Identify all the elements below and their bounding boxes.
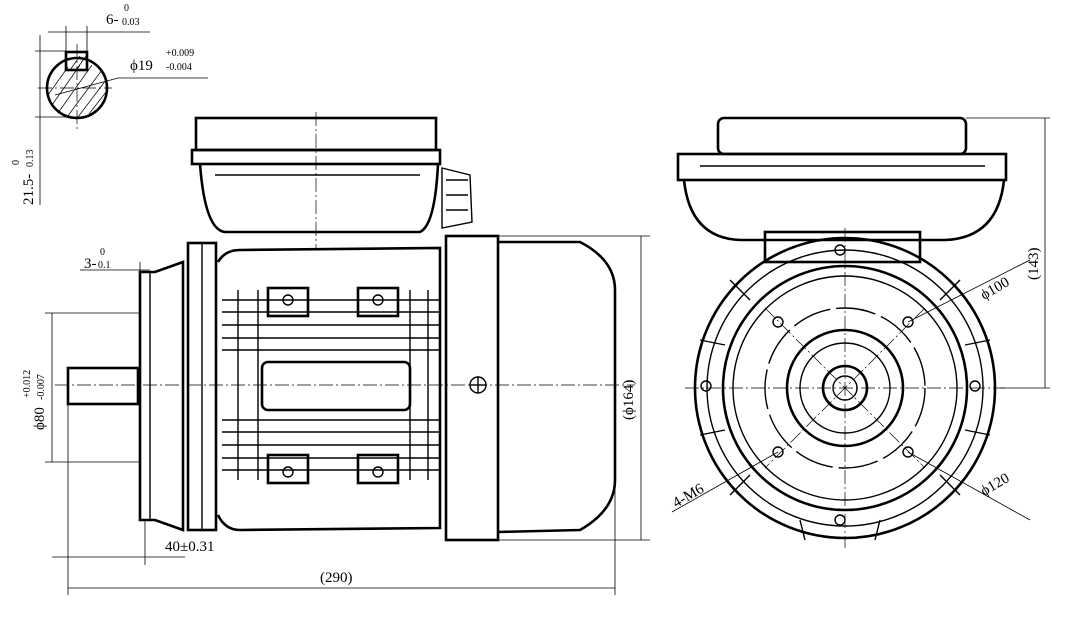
svg-text:0: 0 <box>124 3 129 14</box>
pcd-inner-dim: ϕ100 <box>978 274 1012 303</box>
flange-step-dim: 3- <box>84 256 97 272</box>
key-height-dim: 21.5- <box>21 174 37 205</box>
total-height-dim: (143) <box>1026 248 1042 281</box>
shaft-length-dim: 40±0.31 <box>165 539 214 555</box>
tapped-holes-dim: 4-M6 <box>670 481 707 512</box>
overall-length-dim: (290) <box>320 570 353 586</box>
svg-text:0.13: 0.13 <box>25 150 36 168</box>
body-diameter-dim: (ϕ164) <box>621 380 637 420</box>
svg-text:0.03: 0.03 <box>122 17 140 28</box>
shaft-section-view: 6- 0 0.03 ϕ19 +0.009 -0.004 21.5- 0 0.13 <box>11 3 208 205</box>
svg-text:+0.009: +0.009 <box>166 48 194 59</box>
svg-text:+0.012: +0.012 <box>22 370 33 398</box>
svg-text:0.1: 0.1 <box>98 260 111 271</box>
key-width-dim: 6- <box>106 12 119 28</box>
svg-text:-0.004: -0.004 <box>166 62 192 73</box>
pcd-outer-dim: ϕ120 <box>978 470 1012 499</box>
svg-text:0: 0 <box>100 247 105 258</box>
motor-side-view: 3- 0 0.1 ϕ80 +0.012 -0.007 40±0.31 (290)… <box>22 112 650 595</box>
shaft-diameter-dim: ϕ19 <box>130 58 153 74</box>
svg-text:0: 0 <box>11 160 22 165</box>
svg-text:-0.007: -0.007 <box>36 374 47 400</box>
motor-front-view: (143) ϕ100 ϕ120 4-M6 <box>670 116 1050 548</box>
spigot-diameter-dim: ϕ80 <box>32 407 48 430</box>
